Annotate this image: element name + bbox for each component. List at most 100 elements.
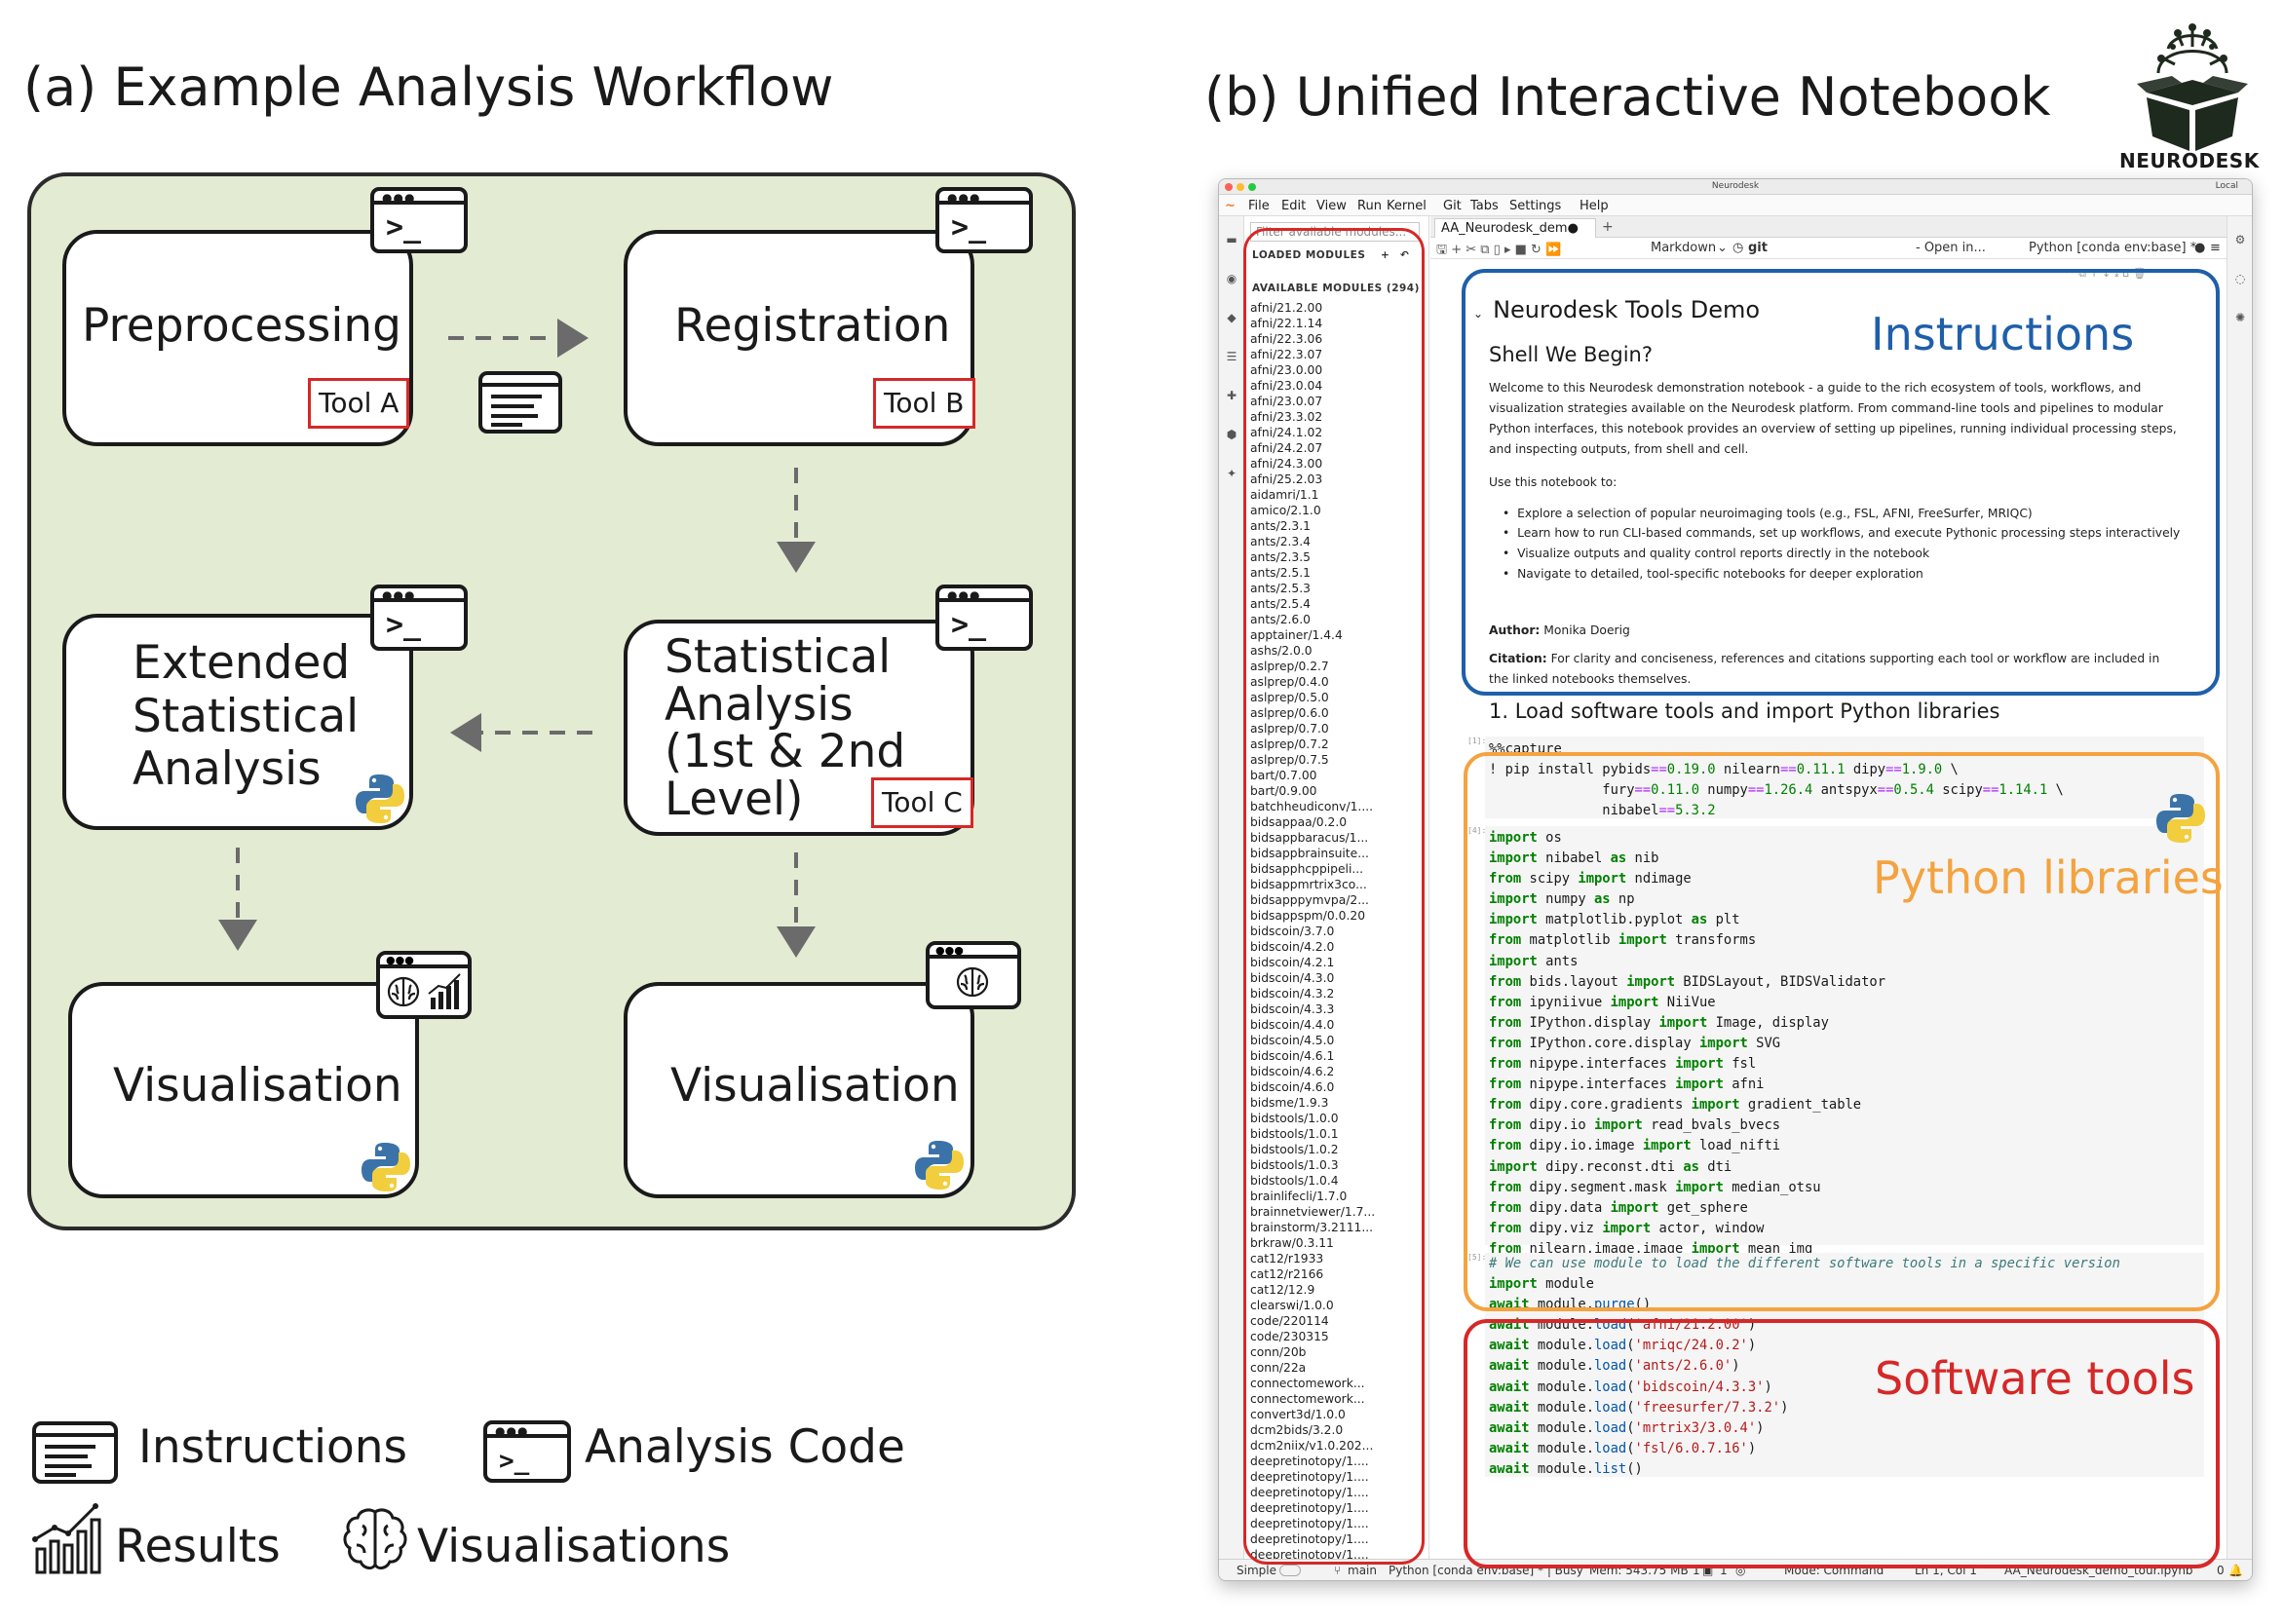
- module-list-item[interactable]: aslprep/0.7.0: [1250, 722, 1329, 736]
- git-icon[interactable]: ◆: [1227, 311, 1237, 324]
- module-list-item[interactable]: afni/22.3.07: [1250, 348, 1323, 361]
- module-list-item[interactable]: bart/0.9.00: [1250, 784, 1317, 798]
- reset-modules-icon[interactable]: ↶: [1400, 249, 1410, 261]
- module-list-item[interactable]: code/230315: [1250, 1330, 1329, 1343]
- bug-icon[interactable]: ✺: [2234, 311, 2246, 324]
- module-list-item[interactable]: deepretinotopy/1....: [1250, 1532, 1369, 1546]
- debugger-icon[interactable]: ◌: [2234, 272, 2246, 285]
- maximize-window-button[interactable]: [1248, 183, 1256, 191]
- git-branch-label[interactable]: main: [1348, 1564, 1377, 1577]
- module-list-item[interactable]: bidsappaa/0.2.0: [1250, 815, 1348, 829]
- module-list-item[interactable]: cat12/r2166: [1250, 1267, 1324, 1281]
- module-list-item[interactable]: bidscoin/4.6.1: [1250, 1049, 1335, 1063]
- module-list-item[interactable]: conn/20b: [1250, 1345, 1307, 1359]
- cell-type-select[interactable]: Markdown: [1651, 241, 1717, 255]
- toolbar-action-icons[interactable]: 🖫 + ✂ ⧉ ▯ ▸ ■ ↻ ⏩: [1436, 243, 1562, 257]
- module-list-item[interactable]: afni/24.3.00: [1250, 457, 1323, 471]
- module-list-item[interactable]: bidscoin/4.6.0: [1250, 1080, 1335, 1094]
- module-list-item[interactable]: bidsappbaracus/1...: [1250, 831, 1369, 845]
- module-list-item[interactable]: ants/2.6.0: [1250, 613, 1311, 626]
- module-list-item[interactable]: deepretinotopy/1....: [1250, 1517, 1369, 1530]
- module-list-item[interactable]: bidsappmrtrix3co...: [1250, 878, 1367, 891]
- folder-icon[interactable]: ▬: [1226, 233, 1237, 246]
- module-list-item[interactable]: connectomework...: [1250, 1392, 1365, 1406]
- code-cell-3[interactable]: [1485, 1253, 2204, 1477]
- module-list-item[interactable]: deepretinotopy/1....: [1250, 1454, 1369, 1468]
- module-list-item[interactable]: bidscoin/4.2.1: [1250, 956, 1335, 969]
- module-list-item[interactable]: bidscoin/4.6.2: [1250, 1065, 1335, 1078]
- menu-help[interactable]: Help: [1580, 199, 1609, 213]
- module-list-item[interactable]: clearswi/1.0.0: [1250, 1299, 1334, 1312]
- module-list-item[interactable]: bidscoin/4.5.0: [1250, 1034, 1335, 1047]
- menu-settings[interactable]: Settings: [1509, 199, 1562, 213]
- module-list-item[interactable]: brainnetviewer/1.7...: [1250, 1205, 1376, 1219]
- module-list-item[interactable]: bidstools/1.0.4: [1250, 1174, 1339, 1188]
- module-list-item[interactable]: bidstools/1.0.0: [1250, 1112, 1339, 1125]
- module-list-item[interactable]: deepretinotopy/1....: [1250, 1548, 1369, 1562]
- module-list-item[interactable]: aidamri/1.1: [1250, 488, 1319, 502]
- settings-icon[interactable]: ◎: [1735, 1564, 1746, 1577]
- add-module-icon[interactable]: +: [1381, 249, 1390, 261]
- module-list-item[interactable]: bidsappbrainsuite...: [1250, 847, 1369, 860]
- module-list-item[interactable]: afni/23.3.02: [1250, 410, 1323, 424]
- module-list-item[interactable]: bidscoin/4.3.2: [1250, 987, 1335, 1001]
- module-list-item[interactable]: bidsapphcppipeli...: [1250, 862, 1364, 876]
- module-list-item[interactable]: bidsappspm/0.0.20: [1250, 909, 1366, 923]
- module-list-item[interactable]: code/220114: [1250, 1314, 1329, 1328]
- module-list-item[interactable]: brkraw/0.3.11: [1250, 1236, 1334, 1250]
- module-list-item[interactable]: cat12/r1933: [1250, 1252, 1324, 1265]
- module-list-item[interactable]: ants/2.5.3: [1250, 582, 1311, 595]
- module-list-item[interactable]: bidstools/1.0.2: [1250, 1143, 1339, 1156]
- module-list-item[interactable]: afni/21.2.00: [1250, 301, 1323, 315]
- close-window-button[interactable]: [1225, 183, 1233, 191]
- module-list-item[interactable]: aslprep/0.2.7: [1250, 660, 1329, 673]
- git-toolbar-button[interactable]: git: [1748, 241, 1768, 255]
- module-list-item[interactable]: connectomework...: [1250, 1377, 1365, 1390]
- module-list-item[interactable]: ants/2.3.1: [1250, 519, 1311, 533]
- chevron-down-icon[interactable]: ⌄: [1717, 241, 1728, 255]
- tab-notebook[interactable]: AA_Neurodesk_dem●: [1434, 218, 1596, 238]
- module-list-item[interactable]: bidscoin/4.4.0: [1250, 1018, 1335, 1032]
- bell-icon[interactable]: 🔔: [2228, 1564, 2243, 1577]
- module-list-item[interactable]: deepretinotopy/1....: [1250, 1470, 1369, 1484]
- module-list-item[interactable]: afni/23.0.00: [1250, 363, 1323, 377]
- module-list-item[interactable]: dcm2bids/3.2.0: [1250, 1423, 1344, 1437]
- modules-icon[interactable]: ⬢: [1226, 428, 1237, 441]
- module-list-item[interactable]: afni/24.2.07: [1250, 441, 1323, 455]
- module-list-item[interactable]: ants/2.5.1: [1250, 566, 1311, 580]
- module-list-item[interactable]: cat12/12.9: [1250, 1283, 1315, 1297]
- module-list-item[interactable]: convert3d/1.0.0: [1250, 1408, 1346, 1421]
- module-list-item[interactable]: ants/2.3.4: [1250, 535, 1311, 548]
- code-cell-1[interactable]: [1485, 736, 2204, 818]
- module-list-item[interactable]: bidsme/1.9.3: [1250, 1096, 1329, 1110]
- module-list-item[interactable]: ashs/2.0.0: [1250, 644, 1313, 658]
- module-list-item[interactable]: bart/0.7.00: [1250, 769, 1317, 782]
- property-inspector-icon[interactable]: ⚙: [2234, 233, 2246, 246]
- module-list-item[interactable]: amico/2.1.0: [1250, 504, 1321, 517]
- toc-icon[interactable]: ☰: [1226, 350, 1237, 363]
- module-list-item[interactable]: afni/23.0.07: [1250, 395, 1323, 408]
- kernel-name[interactable]: Python [conda env:base] *: [2029, 241, 2197, 255]
- menu-icon[interactable]: ≡: [2210, 241, 2221, 255]
- module-list-item[interactable]: brainlifecli/1.7.0: [1250, 1190, 1348, 1203]
- module-list-item[interactable]: bidstools/1.0.3: [1250, 1158, 1339, 1172]
- module-list-item[interactable]: bidstools/1.0.1: [1250, 1127, 1339, 1141]
- module-list-item[interactable]: afni/24.1.02: [1250, 426, 1323, 439]
- menu-view[interactable]: View: [1316, 199, 1347, 213]
- module-list-item[interactable]: aslprep/0.4.0: [1250, 675, 1329, 689]
- module-list-item[interactable]: aslprep/0.5.0: [1250, 691, 1329, 704]
- module-list-item[interactable]: deepretinotopy/1....: [1250, 1501, 1369, 1515]
- module-list-item[interactable]: apptainer/1.4.4: [1250, 628, 1343, 642]
- menu-run[interactable]: Run: [1357, 199, 1382, 213]
- collapse-chevron-icon[interactable]: ⌄: [1473, 307, 1484, 321]
- simple-mode-toggle[interactable]: [1279, 1565, 1301, 1576]
- module-list-item[interactable]: dcm2niix/v1.0.202...: [1250, 1439, 1374, 1453]
- module-list-item[interactable]: bidscoin/4.3.0: [1250, 971, 1335, 985]
- minimize-window-button[interactable]: [1237, 183, 1244, 191]
- module-list-item[interactable]: aslprep/0.6.0: [1250, 706, 1329, 720]
- module-list-item[interactable]: deepretinotopy/1....: [1250, 1486, 1369, 1499]
- module-list-item[interactable]: bidscoin/4.3.3: [1250, 1002, 1335, 1016]
- module-list-item[interactable]: afni/22.3.06: [1250, 332, 1323, 346]
- module-list-item[interactable]: afni/22.1.14: [1250, 317, 1323, 330]
- clock-icon[interactable]: ◷: [1732, 241, 1744, 255]
